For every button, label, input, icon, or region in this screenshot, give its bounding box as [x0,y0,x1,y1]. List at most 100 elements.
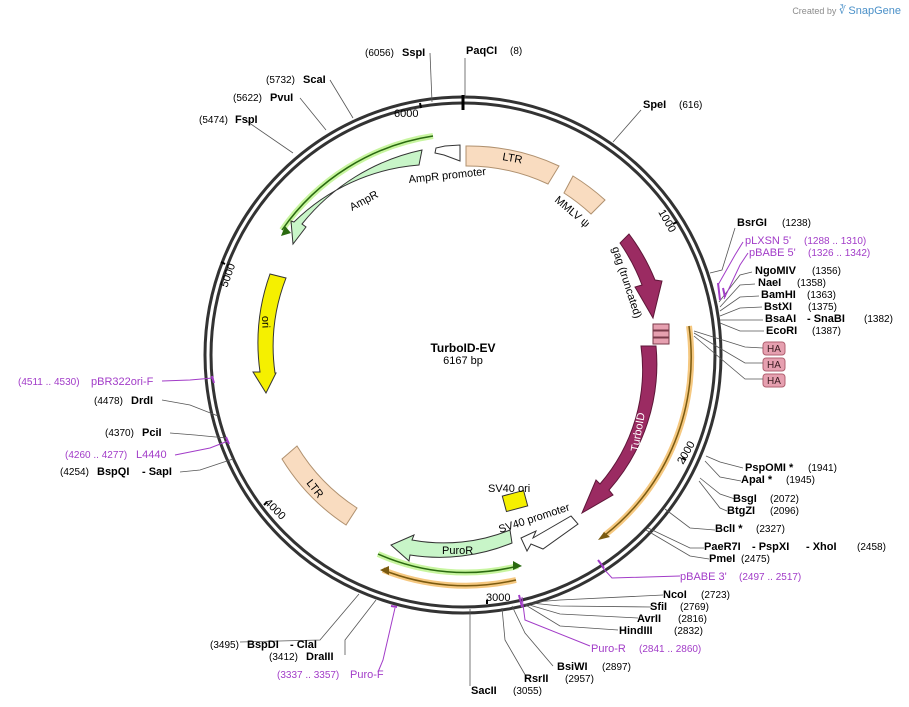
site-pcii[interactable]: PciI(4370) [105,427,162,439]
primer-l4440[interactable]: L4440(4260 .. 4277) [65,449,167,461]
primer-pbr322ori-f[interactable]: pBR322ori-F(4511 .. 4530) [18,376,154,388]
site-btgzi[interactable]: BtgZI(2096) [727,505,799,517]
ha-tag-boxes [652,323,670,345]
svg-text:(2841 .. 2860): (2841 .. 2860) [639,644,701,655]
site-bsrgi[interactable]: BsrGI(1238) [737,217,811,229]
site-avrii[interactable]: AvrII(2816) [637,613,707,625]
svg-text:(5622): (5622) [233,93,262,104]
site-paqci[interactable]: PaqCI(8) [466,45,522,57]
svg-text:L4440: L4440 [136,449,167,461]
site-bspdi[interactable]: BspDI(3495) [210,639,279,651]
svg-text:ori: ori [259,316,271,329]
svg-text:EcoRI: EcoRI [766,325,797,337]
primer-plxsn-5[interactable]: pLXSN 5'(1288 .. 1310) [745,235,866,247]
plasmid-size: 6167 bp [443,355,483,367]
primer-pbabe-5[interactable]: pBABE 5'(1326 .. 1342) [749,247,870,259]
svg-text:(5474): (5474) [199,115,228,126]
svg-text:HA: HA [767,344,781,355]
svg-text:BsiWI: BsiWI [557,661,588,673]
feature-mmlv-psi[interactable]: MMLV ψ [552,175,606,230]
site-bamhi[interactable]: BamHI(1363) [761,289,836,301]
svg-text:LTR: LTR [501,151,523,166]
site-spei[interactable]: SpeI (616) [643,99,702,111]
svg-text:pBABE 3': pBABE 3' [680,571,727,583]
svg-text:Puro-F: Puro-F [350,669,384,681]
site-sapi[interactable]: - SapI [142,466,172,478]
site-drdi[interactable]: DrdI(4478) [94,395,153,407]
site-ngomiv[interactable]: NgoMIV(1356) [755,265,841,277]
svg-text:FspI: FspI [235,114,258,126]
site-bsiwi[interactable]: BsiWI(2897) [557,661,631,673]
feature-turboid[interactable]: TurboID [580,345,658,515]
site-bsgi[interactable]: BsgI(2072) [733,493,799,505]
svg-text:DraIII: DraIII [306,651,334,663]
site-bspqi[interactable]: BspQI(4254) [60,466,129,478]
primer-pbabe-3[interactable]: pBABE 3'(2497 .. 2517) [680,571,801,583]
site-fspi[interactable]: FspI (5474) [199,114,258,126]
feature-ltr-3[interactable]: LTR [281,445,358,526]
site-sspi[interactable]: SspI(6056) [365,47,425,59]
svg-text:(5732): (5732) [266,75,295,86]
site-ncoi[interactable]: NcoI(2723) [663,589,730,601]
svg-text:(1288 .. 1310): (1288 .. 1310) [804,236,866,247]
site-clai[interactable]: - ClaI [290,639,317,651]
svg-text:(1375): (1375) [808,302,837,313]
site-sfii[interactable]: SfiI(2769) [650,601,709,613]
feature-sv40-ori[interactable]: SV40 ori [488,483,530,513]
svg-text:HA: HA [767,376,781,387]
tick-6000: 6000 [394,102,422,120]
svg-text:AmpR: AmpR [348,189,381,214]
svg-text:BsaAI: BsaAI [765,313,796,325]
credit-prefix: Created by [792,6,837,16]
svg-text:(3055): (3055) [513,686,542,697]
site-scai[interactable]: ScaI(5732) [266,74,326,86]
svg-text:PaqCI: PaqCI [466,45,497,57]
site-pspxi[interactable]: - PspXI [752,541,789,553]
svg-text:NgoMIV: NgoMIV [755,265,797,277]
svg-text:(4254): (4254) [60,467,89,478]
svg-text:(4370): (4370) [105,428,134,439]
svg-text:- SapI: - SapI [142,466,172,478]
svg-text:TurboID: TurboID [629,412,648,453]
site-rsrii[interactable]: RsrII(2957) [524,673,594,685]
site-xhoi[interactable]: - XhoI(2458) [806,541,886,553]
site-sacii[interactable]: SacII(3055) [471,685,542,697]
svg-text:BamHI: BamHI [761,289,796,301]
feature-puror[interactable]: PuroR [390,529,513,562]
site-bsaai[interactable]: BsaAI [765,313,796,325]
site-naei[interactable]: NaeI(1358) [758,277,826,289]
site-ecori[interactable]: EcoRI(1387) [766,325,841,337]
site-bcli[interactable]: BclI *(2327) [715,523,785,535]
svg-text:(2769): (2769) [680,602,709,613]
site-connectors [161,52,764,686]
svg-text:(1945): (1945) [786,475,815,486]
site-hindiii[interactable]: HindIII(2832) [619,625,703,637]
feature-ori[interactable]: ori [252,273,287,395]
site-draiii[interactable]: DraIII(3412) [269,651,334,663]
ha-label-2: HA [762,357,786,372]
feature-ltr[interactable]: LTR [465,145,560,185]
site-pspomi[interactable]: PspOMI *(1941) [745,462,837,474]
svg-text:(3337 .. 3357): (3337 .. 3357) [277,670,339,681]
svg-text:SpeI: SpeI [643,99,666,111]
site-pvui[interactable]: PvuI(5622) [233,92,293,104]
primer-puro-r[interactable]: Puro-R(2841 .. 2860) [591,643,701,655]
site-apai[interactable]: ApaI *(1945) [741,474,815,486]
svg-text:(616): (616) [679,100,702,111]
svg-text:3000: 3000 [486,592,510,604]
svg-text:PuroR: PuroR [442,545,473,557]
site-paer7i[interactable]: PaeR7I [704,541,741,553]
svg-text:(1941): (1941) [808,463,837,474]
orange-region-right [598,325,695,540]
site-snabi[interactable]: - SnaBI(1382) [807,313,893,325]
site-bstxi[interactable]: BstXI(1375) [764,301,837,313]
svg-text:NaeI: NaeI [758,277,781,289]
primer-puro-f[interactable]: Puro-F (3337 .. 3357) [277,669,384,681]
site-pmei[interactable]: PmeI(2475) [709,553,770,565]
svg-text:- SnaBI: - SnaBI [807,313,845,325]
svg-text:BclI *: BclI * [715,523,743,535]
ha-label-3: HA [762,373,786,388]
feature-gag-truncated[interactable]: gag (truncated) [609,233,663,320]
svg-text:HindIII: HindIII [619,625,653,637]
svg-text:BsrGI: BsrGI [737,217,767,229]
